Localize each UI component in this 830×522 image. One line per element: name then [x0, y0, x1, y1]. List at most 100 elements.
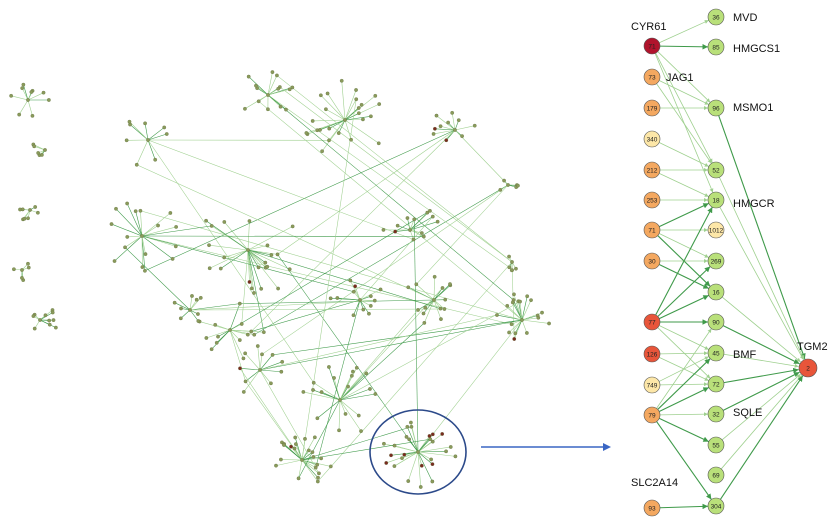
overview-edge	[245, 369, 261, 382]
overview-node	[384, 461, 389, 465]
detail-edge	[659, 503, 709, 510]
overview-edge	[409, 229, 424, 237]
node-label: 126	[647, 351, 658, 358]
detail-node-s179: 179	[643, 99, 661, 117]
overview-node	[269, 253, 274, 257]
overview-edge	[341, 80, 346, 121]
overview-node	[509, 322, 514, 327]
detail-node-tgm2: 2	[798, 358, 818, 378]
node-label: 1012	[709, 227, 724, 234]
overview-node	[412, 217, 417, 222]
detail-edge	[659, 142, 709, 167]
overview-node	[512, 337, 517, 341]
overview-node	[507, 330, 511, 335]
overview-node	[243, 351, 248, 356]
overview-edge	[275, 459, 303, 466]
detail-edge	[719, 375, 804, 500]
overview-node	[26, 261, 30, 266]
node-label: 69	[712, 472, 720, 479]
overview-node	[260, 352, 264, 357]
overview-edge	[267, 94, 510, 268]
overview-edge	[229, 329, 252, 332]
overview-edge	[416, 184, 509, 285]
overview-edge	[423, 299, 435, 314]
node-circle	[707, 497, 725, 515]
zoom-arrow	[481, 443, 611, 451]
overview-edge	[247, 249, 255, 294]
overview-edge	[337, 297, 361, 301]
overview-node	[304, 131, 309, 135]
detail-edge	[658, 263, 710, 290]
node-circle	[707, 38, 725, 56]
overview-node	[406, 285, 411, 290]
detail-node-s79: 79	[643, 406, 661, 424]
overview-node	[518, 299, 522, 304]
detail-nodes: 7173179340212253713077126749799336859652…	[643, 8, 818, 517]
overview-node	[392, 464, 397, 468]
node-circle	[707, 466, 725, 484]
overview-node	[178, 316, 183, 321]
overview-edge	[339, 399, 362, 432]
overview-edge	[433, 299, 442, 320]
gene-label-slc2a14: SLC2A14	[631, 477, 678, 489]
overview-edge	[272, 319, 523, 356]
overview-node	[430, 479, 435, 484]
overview-node	[12, 267, 16, 272]
overview-node	[143, 252, 148, 256]
overview-node	[207, 243, 211, 248]
detail-node-s93: 93	[643, 499, 661, 517]
overview-edge	[247, 226, 293, 251]
gene-label-msmo1: MSMO1	[733, 102, 773, 114]
detail-edge	[659, 19, 709, 44]
overview-node	[354, 88, 358, 92]
overview-node	[400, 456, 404, 460]
overview-node	[361, 117, 365, 122]
overview-edge	[327, 93, 346, 121]
node-label: 253	[647, 197, 658, 204]
overview-node	[287, 87, 292, 92]
overview-node	[207, 266, 212, 271]
overview-node	[280, 359, 285, 364]
overview-edge	[259, 369, 320, 474]
overview-edge	[339, 301, 521, 401]
detail-node-s749: 749	[643, 376, 661, 394]
overview-node	[319, 456, 323, 461]
overview-node	[43, 313, 48, 318]
overview-edge	[27, 99, 33, 116]
overview-node	[359, 102, 364, 107]
overview-node	[319, 390, 324, 394]
overview-node	[354, 365, 359, 370]
overview-edge	[206, 329, 231, 339]
overview-edge	[261, 184, 509, 355]
overview-edge	[217, 329, 231, 337]
overview-node	[453, 454, 458, 459]
node-circle	[643, 161, 661, 179]
overview-node	[373, 392, 378, 396]
overview-node	[327, 365, 331, 369]
node-label: 90	[712, 319, 720, 326]
overview-edge	[127, 235, 143, 238]
overview-node	[335, 296, 340, 300]
overview-node	[351, 289, 356, 294]
overview-node	[123, 245, 127, 250]
detail-edge	[659, 44, 709, 50]
overview-node	[358, 298, 362, 302]
overview-edge	[259, 319, 523, 371]
overview-node	[510, 300, 515, 305]
overview-node	[351, 369, 355, 374]
node-circle	[643, 37, 661, 55]
overview-node	[356, 413, 361, 418]
overview-node	[315, 416, 320, 421]
overview-node	[392, 443, 397, 448]
overview-node	[26, 98, 30, 102]
overview-node	[247, 280, 252, 284]
detail-edge	[721, 296, 801, 363]
node-label: 93	[648, 505, 656, 512]
node-label: 85	[712, 44, 720, 51]
overview-edge	[319, 119, 346, 131]
detail-edge	[719, 177, 805, 360]
overview-node	[140, 234, 144, 238]
overview-edge	[277, 254, 419, 453]
overview-node	[312, 435, 317, 440]
overview-node	[364, 371, 369, 376]
